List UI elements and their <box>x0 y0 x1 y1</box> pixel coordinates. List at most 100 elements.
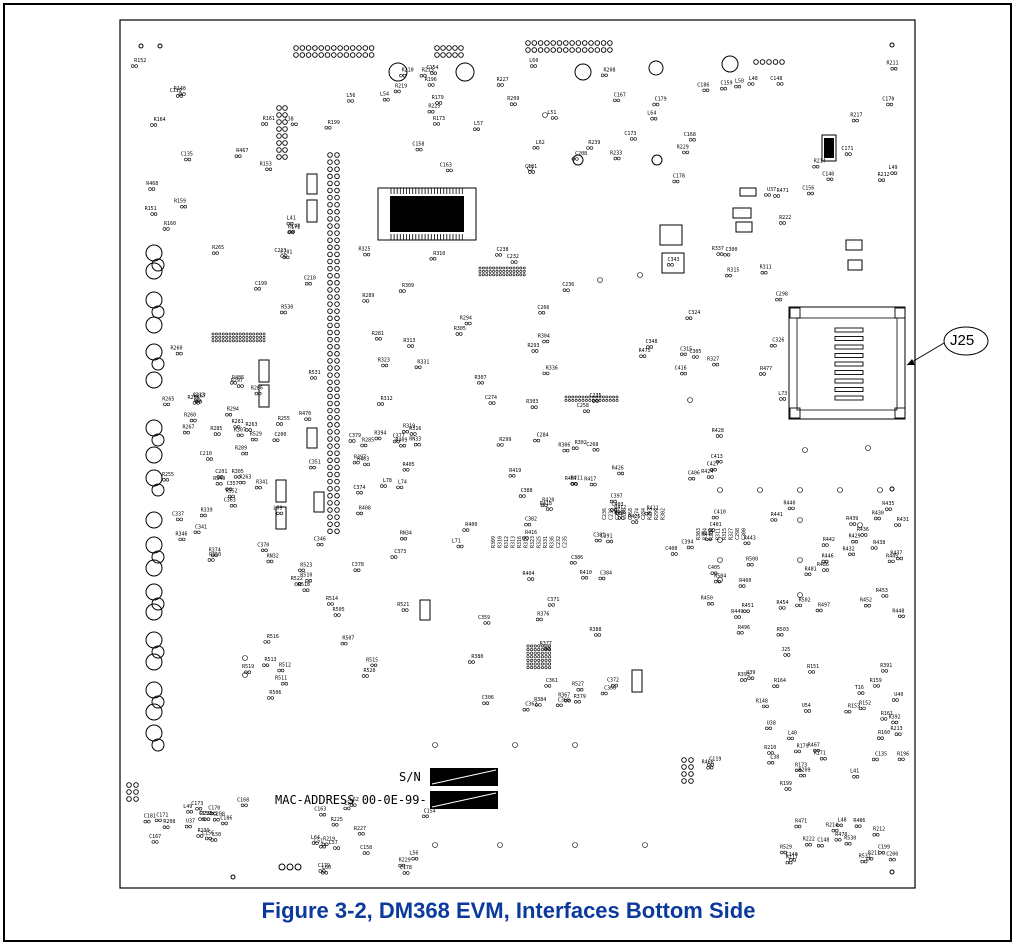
silkscreen-label: C324 <box>688 310 700 316</box>
silkscreen-label: C381 <box>593 533 605 539</box>
silkscreen-label: L62 <box>536 140 545 146</box>
silkscreen-label: L48 <box>838 817 847 823</box>
silkscreen-label: RN34 <box>400 531 412 537</box>
silkscreen-label: R391 <box>880 663 892 669</box>
silkscreen-label: R319 <box>524 536 530 548</box>
silkscreen-label: R199 <box>780 781 792 787</box>
silkscreen-label: R227 <box>497 77 509 83</box>
component-pads <box>131 64 905 875</box>
silkscreen-label: R212 <box>873 827 885 833</box>
silkscreen-label: L40 <box>788 730 797 736</box>
silkscreen-label: R429 <box>849 534 861 540</box>
silkscreen-label: R213 <box>891 726 903 732</box>
silkscreen-label: R440 <box>784 500 796 506</box>
silkscreen-label: R265 <box>162 396 174 402</box>
silkscreen-label: R412 <box>614 505 626 511</box>
silkscreen-label: C179 <box>318 863 330 869</box>
silkscreen-label: R325 <box>359 247 371 253</box>
silkscreen-label: R255 <box>278 416 290 422</box>
silkscreen-label: R209 <box>507 96 519 102</box>
j25-callout-label: J25 <box>950 332 975 349</box>
silkscreen-label: R425 <box>628 514 640 520</box>
silkscreen-label: R376 <box>537 612 549 618</box>
silkscreen-label: C406 <box>688 471 700 477</box>
silkscreen-label: R297 <box>354 455 366 461</box>
silkscreen-label: C156 <box>802 186 814 192</box>
silkscreen-label: L74 <box>398 479 407 485</box>
silkscreen-label: R475 <box>639 348 651 354</box>
silkscreen-label: C213 <box>274 248 286 254</box>
silkscreen-label: R160 <box>878 730 890 736</box>
silkscreen-label: L51 <box>314 839 323 845</box>
silkscreen-label: R507 <box>342 636 354 642</box>
silkscreen-label: R447 <box>701 531 713 537</box>
silkscreen-label: R323 <box>530 536 536 548</box>
silkscreen-label: R148 <box>174 86 186 92</box>
silkscreen-label: R520 <box>364 668 376 674</box>
silkscreen-label: C167 <box>149 834 161 840</box>
silkscreen-label: C200 <box>274 432 286 438</box>
silkscreen-label: R304 <box>703 528 709 540</box>
figure-frame <box>3 3 1012 942</box>
silkscreen-label: R496 <box>738 625 750 631</box>
silkscreen-label: R439 <box>846 516 858 522</box>
silkscreen-label: R506 <box>269 690 281 696</box>
silkscreen-label: C326 <box>772 338 784 344</box>
silkscreen-label: R416 <box>525 530 537 536</box>
silkscreen-label: R161 <box>881 711 893 717</box>
silkscreen-label: R350 <box>209 552 221 558</box>
silkscreen-label: R409 <box>395 438 407 444</box>
silkscreen-label: C236 <box>602 508 608 520</box>
silkscreen-label: C210 <box>304 276 316 282</box>
silkscreen-label: R530 <box>281 305 293 311</box>
silkscreen-label: R406 <box>614 510 626 516</box>
silkscreen-label: C154 <box>424 808 436 814</box>
silkscreen-label: R293 <box>648 508 654 520</box>
silkscreen-label: C168 <box>684 132 696 138</box>
silkscreen-label: L60 <box>322 865 331 871</box>
silkscreen-label: R217 <box>786 855 798 861</box>
silkscreen-label: R152 <box>859 700 871 706</box>
left-edge-connector-pads <box>145 244 165 752</box>
silkscreen-label: R481 <box>805 566 817 572</box>
silkscreen-label: R467 <box>236 148 248 154</box>
silkscreen-label: L41 <box>850 769 859 775</box>
silkscreen-label: R316 <box>517 536 523 548</box>
silkscreen-label: C199 <box>878 845 890 851</box>
silkscreen-label: R432 <box>843 546 855 552</box>
silkscreen-label: R319 <box>403 424 415 430</box>
silkscreen-label: R511 <box>275 676 287 682</box>
silkscreen-label: R312 <box>504 536 510 548</box>
silkscreen-label: C181 <box>525 164 537 170</box>
silkscreen-label: R516 <box>267 634 279 640</box>
silkscreen-label: R426 <box>612 466 624 472</box>
silkscreen-label: R514 <box>326 596 338 602</box>
silkscreen-label: C388 <box>521 488 533 494</box>
silkscreen-label: R450 <box>701 596 713 602</box>
silkscreen-label: C181 <box>144 814 156 820</box>
silkscreen-label: C171 <box>156 812 168 818</box>
silkscreen-label: L57 <box>329 840 338 846</box>
silkscreen-label: R208 <box>604 67 616 73</box>
silkscreen-label: R405 <box>403 462 415 468</box>
silkscreen-label: R438 <box>873 540 885 546</box>
silkscreen-label: C171 <box>841 146 853 152</box>
silkscreen-label: R388 <box>590 627 602 633</box>
silkscreen-label: C148 <box>817 838 829 844</box>
silkscreen-label: C236 <box>562 282 574 288</box>
silkscreen-label: R208 <box>163 819 175 825</box>
silkscreen-label: C232 <box>556 536 562 548</box>
silkscreen-label: R313 <box>403 338 415 344</box>
silkscreen-label: C158 <box>360 845 372 851</box>
silkscreen-label: R309 <box>402 283 414 289</box>
silkscreen-label: R196 <box>425 77 437 83</box>
silkscreen-label: R518 <box>298 582 310 588</box>
silkscreen-label: C284 <box>641 508 647 520</box>
silkscreen-label: R442 <box>823 537 835 543</box>
silkscreen-label: C386 <box>571 555 583 561</box>
silkscreen-label: C238 <box>497 247 509 253</box>
silkscreen-label: R160 <box>164 221 176 227</box>
silkscreen-label: C362 <box>525 702 537 708</box>
silkscreen-label: C357 <box>227 481 239 487</box>
silkscreen-label: C158 <box>412 142 424 148</box>
